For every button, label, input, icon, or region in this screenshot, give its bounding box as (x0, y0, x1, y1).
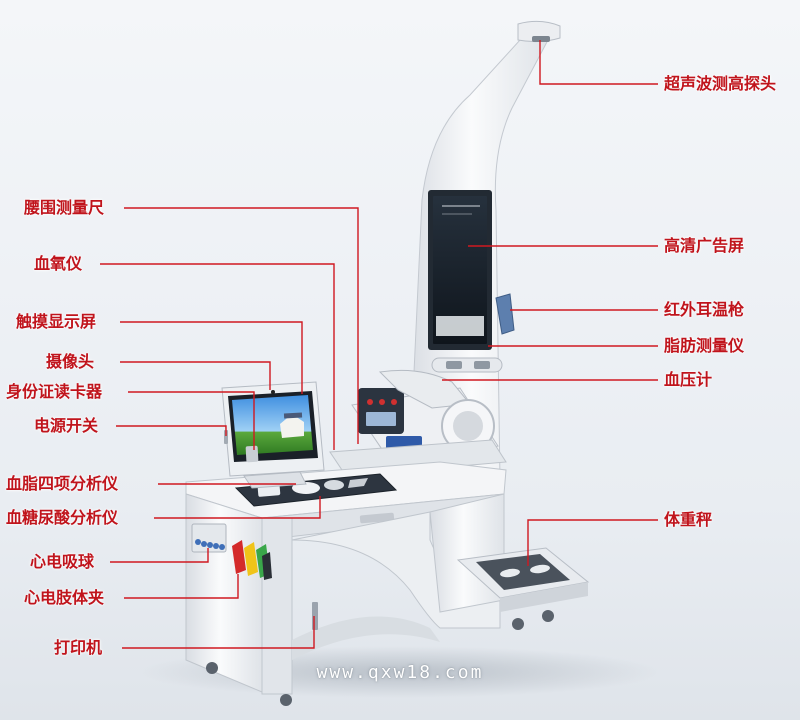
bp-button (367, 399, 373, 405)
label-printer: 打印机 (54, 638, 103, 657)
ecg-ball (195, 539, 201, 545)
analyzer-slot (324, 480, 344, 490)
label-ultrasonic-height-probe: 超声波测高探头 (664, 74, 777, 93)
ecg-ball (207, 542, 213, 548)
leader-lines (100, 40, 658, 649)
leader-power (116, 425, 227, 436)
touch-screen-house-roof (283, 412, 303, 419)
caster-wheel (280, 694, 292, 706)
ecg-suction-balls (195, 539, 225, 550)
desk-left-leg-front (261, 517, 293, 695)
bp-cuff-opening (453, 411, 483, 441)
label-hd-ad-screen: 高清广告屏 (664, 236, 745, 255)
bp-display (366, 412, 396, 426)
bp-button (379, 399, 385, 405)
desk-base-curve (292, 616, 440, 660)
blood-pressure-panel (358, 388, 404, 434)
blood-lipid-analyzer (257, 485, 281, 497)
label-waist-measure-ruler: 腰围测量尺 (24, 198, 105, 217)
body-fat-meter (431, 357, 503, 373)
caster-wheel (512, 618, 524, 630)
leader-waist (124, 207, 359, 444)
label-weight-scale: 体重秤 (664, 510, 713, 529)
ecg-clip-dark (262, 552, 272, 580)
bp-button (391, 399, 397, 405)
leader-ecg-clip (124, 574, 239, 599)
id-card-reader (245, 445, 259, 463)
desk-right-leg (429, 493, 505, 613)
label-camera: 摄像头 (46, 352, 95, 371)
analyzer-slot (348, 478, 368, 488)
infrared-ear-thermometer (495, 293, 515, 335)
scale-base (500, 582, 588, 612)
probe-sensor (532, 36, 550, 42)
label-ecg-suction-ball: 心电吸球 (30, 552, 95, 571)
leader-oxygen (100, 263, 335, 450)
caster-wheel (542, 610, 554, 622)
touch-screen-wallpaper (232, 395, 313, 455)
body-fat-electrode (474, 361, 490, 369)
leader-touch-screen (120, 321, 303, 394)
footprint-icon (530, 564, 550, 574)
camera (271, 390, 275, 394)
ad-screen-footer (436, 316, 484, 336)
leader-printer (122, 616, 315, 649)
ecg-ball (213, 543, 219, 549)
touch-screen-house (280, 414, 304, 438)
ecg-clip-yellow (244, 542, 258, 576)
label-body-fat-meter: 脂肪测量仪 (664, 336, 745, 355)
caster-wheel (206, 662, 218, 674)
ecg-limb-clips (232, 540, 272, 580)
label-power-switch: 电源开关 (34, 416, 99, 435)
label-id-card-reader: 身份证读卡器 (6, 382, 103, 401)
leader-camera (120, 361, 271, 390)
leader-ultrasonic (539, 40, 658, 85)
leader-scale (527, 519, 658, 566)
label-blood-lipid-analyzer: 血脂四项分析仪 (6, 474, 119, 493)
ecg-ball (219, 544, 225, 550)
ultrasonic-probe-head (517, 20, 561, 43)
watermark-text: www.qxw18.com (316, 662, 484, 683)
footprint-icon (500, 568, 520, 578)
label-blood-pressure-meter: 血压计 (664, 370, 713, 389)
label-blood-oxygen-meter: 血氧仪 (34, 254, 83, 273)
label-touch-screen: 触摸显示屏 (16, 312, 97, 331)
ecg-clip-red (232, 540, 246, 574)
body-fat-electrode (446, 361, 462, 369)
leader-id-card (128, 391, 255, 450)
power-switch (224, 430, 228, 444)
leader-glucose (154, 496, 321, 519)
leader-ecg-ball (110, 548, 209, 563)
printer-slot (312, 602, 318, 630)
hd-ad-screen (433, 196, 487, 344)
label-infrared-ear-thermometer: 红外耳温枪 (664, 300, 745, 319)
label-glucose-uric-acid-analyzer: 血糖尿酸分析仪 (6, 508, 119, 527)
weight-scale-pad (476, 554, 570, 590)
ecg-ball (201, 541, 207, 547)
label-ecg-limb-clip: 心电肢体夹 (24, 588, 105, 607)
